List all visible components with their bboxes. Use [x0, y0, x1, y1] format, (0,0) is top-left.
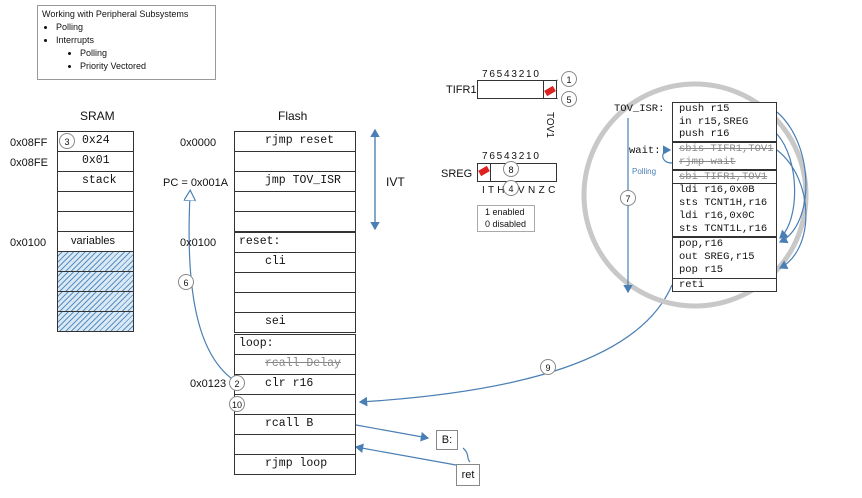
sreg-flag-names: I T H S V N Z C: [482, 185, 556, 196]
step-marker: 6: [178, 274, 194, 290]
interrupt-jump-curve: [189, 195, 239, 384]
sreg-bit-numbers: 7 6 5 4 3 2 1 0: [482, 151, 539, 162]
subroutine-ret-box: ret: [456, 464, 480, 486]
isr-block-clear-flag: sbi TIFR1,TOV1: [672, 170, 777, 184]
isr-line: push r16: [679, 128, 730, 140]
isr-block-polling: sbis TIFR1,TOV1 rjmp wait: [672, 142, 777, 170]
isr-line-struck: sbis TIFR1,TOV1: [679, 143, 774, 155]
step-marker: 5: [561, 91, 577, 107]
step-marker: 2: [229, 375, 245, 391]
flash-code-cell: sei: [234, 312, 356, 333]
legend-box: Working with Peripheral Subsystems Polli…: [37, 5, 216, 80]
flash-code-cell: cli: [234, 252, 356, 273]
flash-ivt-cell: rjmp reset: [234, 131, 356, 152]
rcall-b-arrow: [355, 424, 430, 442]
subroutine-b-box: B:: [436, 430, 458, 450]
sram-cell-variables: variables: [57, 231, 134, 252]
isr-polling-label: Polling: [632, 167, 657, 176]
flash-code-cell: [234, 272, 356, 293]
isr-block-reload: ldi r16,0x0B sts TCNT1H,r16 ldi r16,0x0C…: [672, 183, 777, 237]
flash-ivt-cell: [234, 151, 356, 172]
isr-line: ldi r16,0x0C: [679, 210, 755, 222]
isr-line-struck: sbi TIFR1,TOV1: [679, 171, 768, 183]
isr-line: pop r15: [679, 264, 724, 276]
isr-block-reti: reti: [672, 278, 777, 292]
ret-arrow: [354, 443, 457, 466]
isr-line: pop,r16: [679, 238, 724, 250]
isr-wait-label: wait:: [629, 145, 661, 157]
sram-title: SRAM: [80, 109, 115, 123]
push-pop-r15-curve: [776, 111, 807, 244]
step-marker: 1: [561, 71, 577, 87]
isr-line: in r15,SREG: [679, 115, 749, 128]
polling-loop-arrow: [662, 145, 673, 164]
sram-addr-vars: 0x0100: [10, 237, 47, 249]
legend-subitem: Polling: [80, 47, 215, 60]
flash-code-cell: reset:: [234, 232, 356, 253]
flash-addr: 0x0100: [180, 237, 217, 249]
step-marker: 10: [229, 396, 245, 412]
sreg-save-restore-curve: [776, 149, 807, 269]
step-marker: 4: [503, 180, 519, 196]
step-marker: 9: [540, 359, 556, 375]
sram-cell: [57, 211, 134, 232]
flash-code-cell: clr r16: [234, 374, 356, 395]
b-ret-squiggle: [462, 447, 471, 463]
flash-divider: [234, 211, 356, 212]
isr-block-prologue: push r15 in r15,SREG push r16: [672, 102, 777, 142]
flash-code-cell: rcall B: [234, 414, 356, 435]
tifr1-label: TIFR1: [446, 84, 477, 96]
legend-title: Working with Peripheral Subsystems: [42, 9, 189, 19]
sram-hatched-cell: [57, 271, 134, 292]
legend-subitem: Priority Vectored: [80, 60, 215, 73]
step-marker: 8: [503, 161, 519, 177]
isr-line: reti: [679, 279, 705, 291]
isr-line: sts TCNT1H,r16: [679, 197, 768, 209]
flash-title: Flash: [278, 109, 308, 123]
flash-code-cell: loop:: [234, 334, 356, 355]
sreg-label: SREG: [441, 168, 473, 180]
step-marker: 7: [620, 190, 636, 206]
isr-line: push r15: [679, 103, 730, 115]
isr-line-struck: rjmp wait: [679, 156, 736, 168]
isr-line: ldi r16,0x0B: [679, 184, 755, 196]
isr-line: out SREG,r15: [679, 251, 755, 263]
sram-addr-second: 0x08FE: [10, 157, 48, 169]
sreg-note-enabled: 1 enabled: [485, 207, 525, 217]
flash-code-cell: [234, 292, 356, 313]
legend-item: Polling: [56, 21, 215, 34]
isr-label: TOV_ISR:: [614, 103, 665, 115]
isr-line: sts TCNT1L,r16: [679, 223, 768, 235]
sram-hatched-cell: [57, 291, 134, 312]
sram-hatched-cell: [57, 311, 134, 332]
sram-cell: stack: [57, 171, 134, 192]
sram-cell: 0x01: [57, 151, 134, 172]
flash-addr: 0x0123: [190, 378, 227, 390]
flash-addr: 0x0000: [180, 137, 217, 149]
flash-code-cell-struck: rcall Delay: [234, 354, 356, 375]
isr-block-epilogue: pop,r16 out SREG,r15 pop r15: [672, 237, 777, 279]
flash-code-cell: rjmp loop: [234, 454, 356, 475]
flash-addr-pc: PC = 0x001A: [163, 177, 229, 189]
sreg-note-disabled: 0 disabled: [485, 219, 527, 229]
legend-item: Interrupts: [56, 35, 95, 45]
flash-ivt-cell: jmp TOV_ISR: [234, 171, 356, 192]
step-marker: 3: [59, 133, 75, 149]
flash-code-cell: [234, 434, 356, 455]
flash-code-cell: [234, 394, 356, 415]
return-curve: [358, 284, 673, 407]
tifr1-bit-numbers: 7 6 5 4 3 2 1 0: [482, 69, 539, 80]
push-pop-r16-curve: [776, 133, 796, 239]
sram-hatched-cell: [57, 251, 134, 272]
ivt-label: IVT: [386, 175, 405, 189]
sram-cell: [57, 191, 134, 212]
sram-addr-top: 0x08FF: [10, 137, 48, 149]
tifr1-tov-label: TOV1: [544, 112, 555, 138]
sreg-note-box: 1 enabled 0 disabled: [477, 205, 535, 232]
